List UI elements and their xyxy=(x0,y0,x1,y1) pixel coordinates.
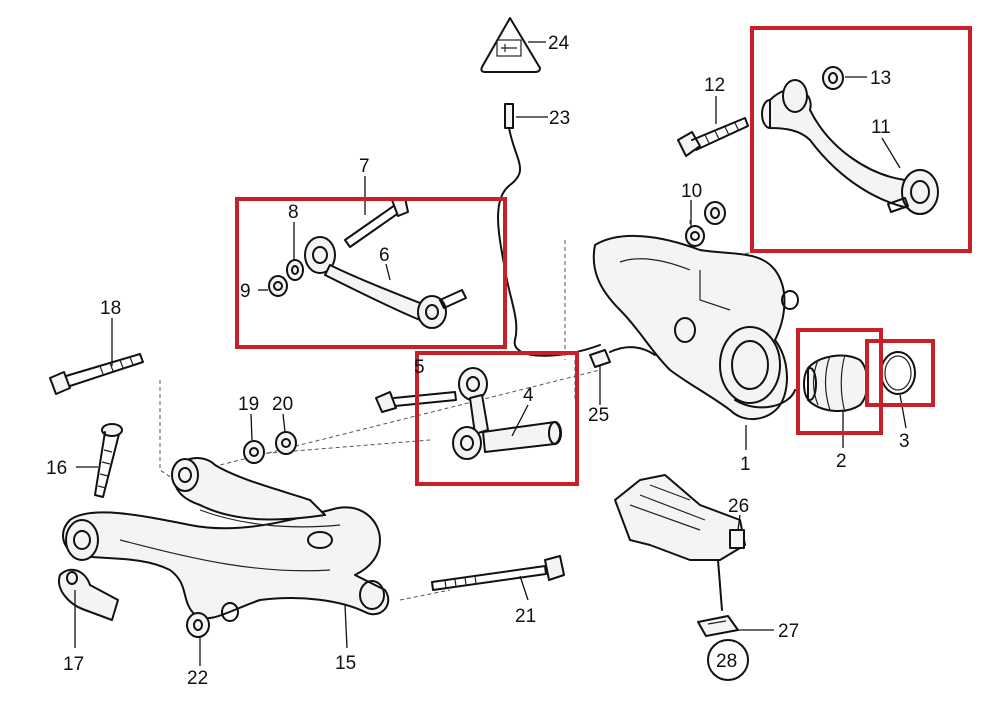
protective-boot xyxy=(803,354,869,413)
callout-26: 26 xyxy=(728,496,749,517)
wiring-bracket xyxy=(614,474,746,611)
washer-8 xyxy=(286,259,304,281)
callout-10: 10 xyxy=(681,181,702,202)
wheel-carrier xyxy=(592,235,799,421)
callout-19: 19 xyxy=(238,394,259,415)
callout-23: 23 xyxy=(549,108,570,129)
circlip xyxy=(880,351,916,395)
highlight-box-part-4 xyxy=(415,351,579,486)
callout-11: 11 xyxy=(871,117,891,138)
highlight-box-part-6 xyxy=(235,197,507,349)
callout-21: 21 xyxy=(515,606,536,627)
bolt-12 xyxy=(677,117,749,157)
callout-28: 28 xyxy=(716,651,737,672)
bolt-5 xyxy=(375,391,457,413)
trailing-link xyxy=(304,236,467,329)
bolt-16 xyxy=(94,423,123,498)
speed-sensor xyxy=(589,346,656,368)
bracket-17 xyxy=(58,568,119,621)
callout-8: 8 xyxy=(288,202,299,223)
callout-4: 4 xyxy=(523,385,534,406)
callout-12: 12 xyxy=(704,75,725,96)
callout-3: 3 xyxy=(899,431,910,452)
bolt-7 xyxy=(344,197,409,248)
nut-20 xyxy=(275,431,297,455)
bolt-18 xyxy=(49,353,144,395)
callout-27: 27 xyxy=(778,621,799,642)
nut-13 xyxy=(822,66,844,90)
washer-19 xyxy=(243,440,265,464)
callout-24: 24 xyxy=(548,33,570,54)
highlight-boxes xyxy=(235,26,972,486)
callout-6: 6 xyxy=(379,245,390,266)
callout-16: 16 xyxy=(46,458,67,479)
nut-9 xyxy=(268,275,288,297)
callout-1: 1 xyxy=(740,454,751,475)
plate-27 xyxy=(697,615,739,637)
callout-7: 7 xyxy=(359,156,370,177)
callout-15: 15 xyxy=(335,653,356,674)
callout-17: 17 xyxy=(63,654,84,675)
callout-13: 13 xyxy=(870,68,891,89)
upper-control-arm xyxy=(761,79,939,215)
callout-circle-28 xyxy=(707,639,749,681)
warning-label-triangle xyxy=(480,17,541,73)
nut-22 xyxy=(186,612,210,638)
callout-25: 25 xyxy=(588,405,609,426)
callout-2: 2 xyxy=(836,451,847,472)
bolt-21 xyxy=(431,555,565,591)
highlight-box-part-3 xyxy=(865,339,935,407)
highlight-box-part-11 xyxy=(750,26,972,253)
callout-9: 9 xyxy=(240,281,251,302)
guide-link xyxy=(452,367,562,460)
callout-5: 5 xyxy=(414,357,425,378)
highlight-box-part-2 xyxy=(796,328,883,435)
lower-wishbone xyxy=(62,457,390,622)
callout-22: 22 xyxy=(187,668,208,689)
wear-sensor-cable xyxy=(497,103,601,357)
callout-18: 18 xyxy=(100,298,121,319)
callout-20: 20 xyxy=(272,394,293,415)
leader-lines xyxy=(74,41,907,666)
callout-numbers: 24 23 12 13 11 10 7 8 9 6 5 4 25 1 2 3 1… xyxy=(46,33,910,689)
nuts-10 xyxy=(685,201,726,247)
